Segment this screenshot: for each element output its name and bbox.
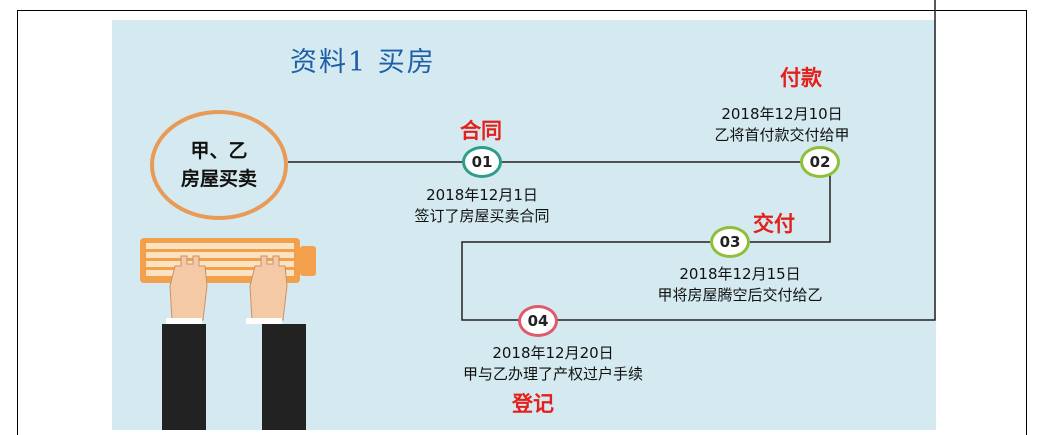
step-date: 2018年12月20日 [492,344,614,362]
step-label: 合同 [460,119,502,143]
step-number: 01 [471,153,493,171]
step-label: 登记 [512,392,554,416]
step-number: 03 [719,233,741,251]
step-desc: 甲将房屋腾空后交付给乙 [657,286,823,304]
hub-text: 甲、乙 房屋买卖 [180,140,257,190]
step-date: 2018年12月10日 [721,105,843,123]
page-title: 资料1 买房 [290,47,436,78]
step-desc: 甲与乙办理了产权过户手续 [462,365,644,383]
step-date: 2018年12月1日 [426,186,538,204]
step-note: 2018年12月10日 乙将首付款交付给甲 [714,104,849,146]
step-number: 04 [527,312,549,330]
step-number: 02 [809,153,831,171]
step-desc: 签订了房屋买卖合同 [414,207,550,225]
step-date: 2018年12月15日 [679,265,801,283]
step-node: 02 [800,146,840,178]
step-node: 04 [518,305,558,337]
step-label: 交付 [753,212,795,236]
outer-frame [17,10,1027,435]
step-node: 01 [462,146,502,178]
step-note: 2018年12月1日 签订了房屋买卖合同 [414,185,549,227]
step-label: 付款 [780,66,822,90]
hands-icon [162,255,306,430]
keyboard-icon [140,238,316,283]
step-note: 2018年12月20日 甲与乙办理了产权过户手续 [463,343,643,385]
step-node: 03 [710,226,750,258]
step-desc: 乙将首付款交付给甲 [714,126,850,144]
step-note: 2018年12月15日 甲将房屋腾空后交付给乙 [657,264,822,306]
hub-circle: 甲、乙 房屋买卖 [150,110,288,220]
diagram-panel [112,20,936,430]
